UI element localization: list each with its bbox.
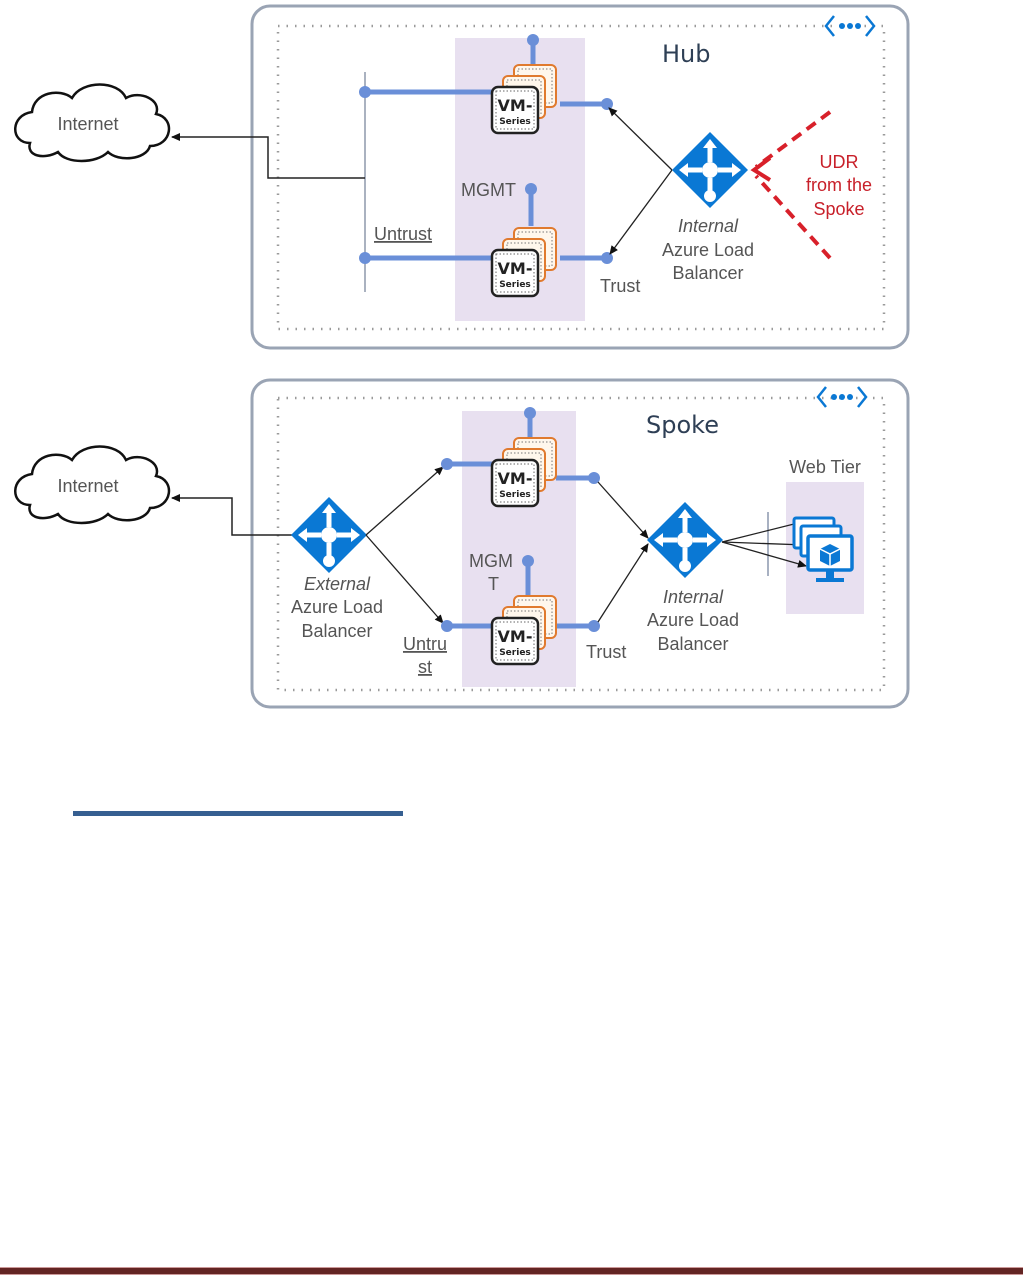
svg-text:VM-: VM- [498, 96, 533, 115]
hub-vm1-mgmt-nic [527, 34, 539, 46]
hub-vm2-trust-nic [601, 252, 613, 264]
spoke-internet-arrow [171, 494, 292, 536]
ext-lb-label-2: Azure Load [291, 597, 383, 617]
spoke-vm1-mgmt-nic [524, 407, 536, 419]
ext-lb-label-3: Balancer [301, 621, 372, 641]
svg-text:VM-: VM- [498, 259, 533, 278]
hub-vm1-untrust-nic [359, 86, 371, 98]
hub-vm-series-1: VM- Series [490, 63, 558, 135]
spoke-vm-series-1: VM- Series [490, 436, 558, 508]
web-tier-label: Web Tier [789, 457, 861, 477]
spoke-mgmt-label-2: T [488, 574, 499, 594]
web-tier-vms-icon [792, 516, 854, 582]
svg-text:Series: Series [499, 280, 531, 290]
spoke-untrust-label-2: st [418, 657, 432, 677]
spoke-title: Spoke [646, 411, 719, 439]
udr-label-1: UDR [820, 152, 859, 172]
svg-text:Series: Series [499, 490, 531, 500]
hub-vnet: Hub VM- Series MGMT Untrust VM- Series [171, 4, 910, 350]
spoke-internet-cloud: Internet [14, 445, 171, 525]
spoke-trust-label: Trust [586, 642, 626, 662]
spoke-internet-label: Internet [57, 476, 118, 496]
hub-lb-label-3: Balancer [672, 263, 743, 283]
udr-label-2: from the [806, 175, 872, 195]
hub-internet-arrow [171, 133, 365, 179]
spoke-mgmt-label-1: MGM [469, 551, 513, 571]
spoke-vm1-untrust-nic [441, 458, 453, 470]
udr-label-3: Spoke [813, 199, 864, 219]
spoke-vnet-border [250, 378, 910, 709]
spoke-vm2-mgmt-nic [522, 555, 534, 567]
spoke-vm2-untrust-nic [441, 620, 453, 632]
int-lb-label-2: Azure Load [647, 610, 739, 630]
ext-lb-label-1: External [304, 574, 371, 594]
hub-vm1-trust-nic [601, 98, 613, 110]
spoke-vm2-trust-nic [588, 620, 600, 632]
hub-internet-cloud: Internet [14, 83, 171, 163]
spoke-untrust-label-1: Untru [403, 634, 447, 654]
int-lb-label-1: Internal [663, 587, 724, 607]
hub-internet-label: Internet [57, 114, 118, 134]
hub-lb-label-2: Azure Load [662, 240, 754, 260]
footer-divider [0, 1267, 1023, 1275]
hub-mgmt-label: MGMT [461, 180, 516, 200]
hub-lb-to-vm2-arrow [609, 169, 673, 255]
svg-text:VM-: VM- [498, 627, 533, 646]
spoke-subnet-dotted-border [276, 396, 886, 692]
udr-arrowhead [750, 156, 772, 182]
int-lb-to-web1-arrow [721, 519, 807, 543]
vm2-to-int-lb-arrow [597, 543, 649, 623]
int-lb-label-3: Balancer [657, 634, 728, 654]
svg-text:VM-: VM- [498, 469, 533, 488]
hub-lb-to-vm1-arrow [608, 107, 673, 171]
udr-dashed-arrow-bottom [754, 174, 832, 260]
hub-vm2-mgmt-nic [525, 183, 537, 195]
spoke-vm-series-2: VM- Series [490, 594, 558, 666]
hub-title: Hub [662, 40, 711, 68]
hub-vm-series-2: VM- Series [490, 226, 558, 298]
svg-text:Series: Series [499, 117, 531, 127]
ext-lb-to-vm1-arrow [365, 466, 444, 536]
hub-trust-label: Trust [600, 276, 640, 296]
spoke-vm1-trust-nic [588, 472, 600, 484]
svg-text:Series: Series [499, 648, 531, 658]
architecture-diagram: Hub VM- Series MGMT Untrust VM- Series [14, 4, 910, 709]
hub-untrust-label: Untrust [374, 224, 432, 244]
ext-lb-to-vm2-arrow [365, 534, 444, 624]
hub-vm2-untrust-nic [359, 252, 371, 264]
spoke-vnet: Spoke Web Tier External Azure Load Balan… [171, 378, 910, 709]
vm1-to-int-lb-arrow [597, 481, 649, 539]
section-divider [73, 811, 403, 816]
hub-lb-label-1: Internal [678, 216, 739, 236]
int-lb-to-web3-arrow [721, 541, 807, 568]
int-lb-to-web2-arrow [721, 540, 807, 549]
